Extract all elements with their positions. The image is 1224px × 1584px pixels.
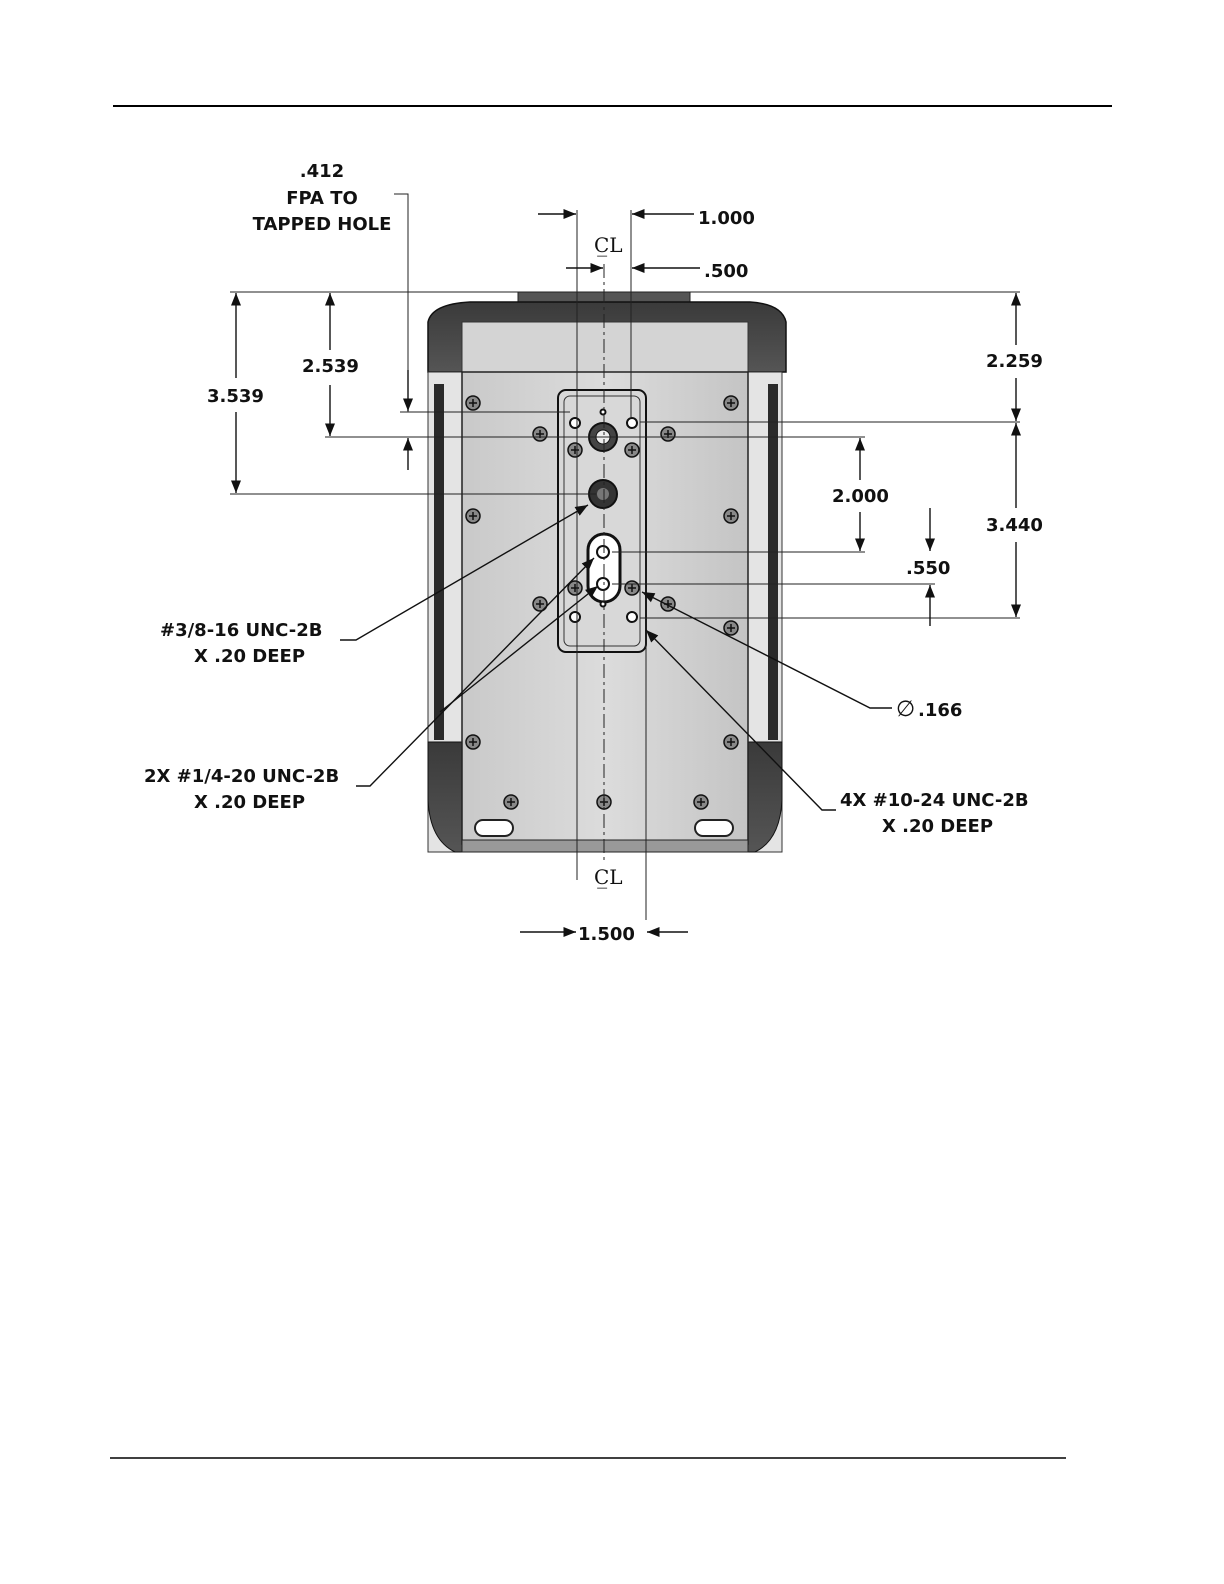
hole-166-3 <box>570 612 580 622</box>
screw-2 <box>724 396 738 410</box>
callout-10-line2: X .20 DEEP <box>882 816 993 837</box>
screw-8 <box>661 597 675 611</box>
screw-10 <box>466 735 480 749</box>
screw-15 <box>568 443 582 457</box>
hole-166-1 <box>570 418 580 428</box>
screw-12 <box>504 795 518 809</box>
centerline-symbol-bottom: C̲L <box>594 865 623 889</box>
callout-38-line2: X .20 DEEP <box>194 646 305 667</box>
dim-2259-label: 2.259 <box>986 351 1043 372</box>
pin-1 <box>601 410 606 415</box>
dim-2000-label: 2.000 <box>832 486 889 507</box>
callout-14-line1: 2X #1/4-20 UNC-2B <box>144 766 339 787</box>
screw-5 <box>466 509 480 523</box>
screw-4 <box>661 427 675 441</box>
dim-3440-label: 3.440 <box>986 515 1043 536</box>
callout-10-line1: 4X #10-24 UNC-2B <box>840 790 1029 811</box>
screw-16 <box>625 443 639 457</box>
callout-38-line1: #3/8-16 UNC-2B <box>160 620 323 641</box>
hole-14-2 <box>597 578 609 590</box>
screw-9 <box>724 621 738 635</box>
screw-3 <box>533 427 547 441</box>
screw-14 <box>694 795 708 809</box>
screw-11 <box>724 735 738 749</box>
dim-412-line3: TAPPED HOLE <box>253 214 392 235</box>
hole-166-4 <box>627 612 637 622</box>
dim-412-value: .412 <box>300 161 344 182</box>
screw-6 <box>724 509 738 523</box>
dim-166-label: .166 <box>918 700 962 721</box>
centerline-symbol-top: C̲L <box>594 233 623 257</box>
hole-14-1 <box>597 546 609 558</box>
dim-1500-label: 1.500 <box>578 924 635 945</box>
callout-14-line2: X .20 DEEP <box>194 792 305 813</box>
dim-2539-label: 2.539 <box>302 356 359 377</box>
dim-550-label: .550 <box>906 558 950 579</box>
hole-166-2 <box>627 418 637 428</box>
dim-1000-label: 1.000 <box>698 208 755 229</box>
dim-500-label: .500 <box>704 261 748 282</box>
dim-412-line2: FPA TO <box>286 188 358 209</box>
diameter-symbol: ∅ <box>896 697 915 722</box>
screw-1 <box>466 396 480 410</box>
pin-2 <box>601 602 606 607</box>
dim-3539-label: 3.539 <box>207 386 264 407</box>
screw-18 <box>625 581 639 595</box>
